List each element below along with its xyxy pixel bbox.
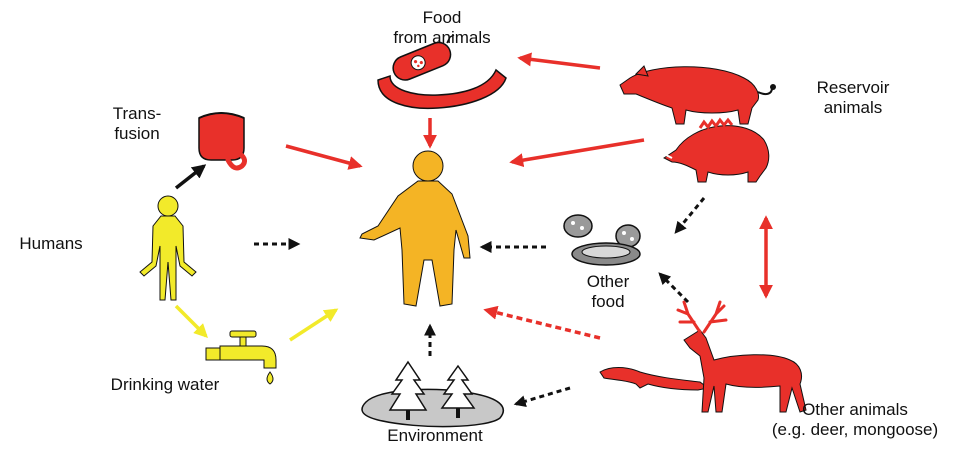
arrow-otheranimals-to-otherfood	[660, 274, 688, 302]
arrow-mongoose-to-environment	[516, 388, 570, 404]
deer-icon	[678, 302, 806, 412]
pig-icon	[620, 66, 776, 124]
trees-icon	[362, 362, 503, 427]
arrow-pig-to-food	[520, 58, 600, 68]
human-figure-icon	[140, 196, 196, 300]
label-other-animals: Other animals (e.g. deer, mongoose)	[760, 400, 950, 440]
arrow-boar-to-human	[512, 140, 644, 162]
label-food-from-animals: Food from animals	[368, 8, 516, 48]
arrow-transfusion-to-human	[286, 146, 360, 166]
mussel-icon	[564, 215, 640, 265]
arrow-otheranimals-to-human	[486, 310, 600, 338]
arrow-water-to-human	[290, 310, 336, 340]
arrow-humans-to-water	[176, 306, 206, 336]
human-figure-icon	[360, 151, 470, 306]
mongoose-icon	[600, 368, 708, 391]
label-other-food: Other food	[568, 272, 648, 312]
arrow-boar-to-otherfood	[676, 198, 704, 232]
blood-bag-icon	[199, 113, 245, 168]
arrow-humans-to-transfusion	[176, 166, 204, 188]
label-environment: Environment	[360, 426, 510, 446]
label-transfusion: Trans- fusion	[92, 104, 182, 144]
label-humans: Humans	[6, 234, 96, 254]
label-reservoir-animals: Reservoir animals	[798, 78, 908, 118]
label-drinking-water: Drinking water	[80, 375, 250, 395]
boar-icon	[664, 120, 769, 182]
